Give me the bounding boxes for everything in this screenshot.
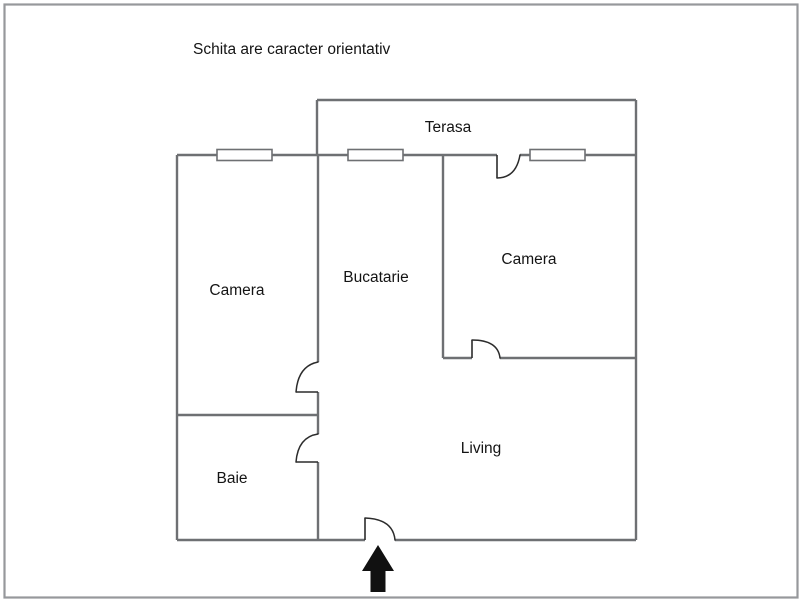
page-border (3, 3, 799, 599)
room-label-terasa: Terasa (425, 119, 472, 136)
door-entry (364, 517, 396, 541)
door-baie-living-arc (295, 433, 319, 463)
window-bucatarie (347, 148, 404, 162)
door-baie-living (295, 433, 319, 463)
door-camera-right-living-arc (471, 339, 501, 359)
room-label-baie: Baie (216, 470, 247, 487)
door-camera-left-bucatarie (295, 361, 319, 393)
windows-group (216, 148, 586, 162)
entry-direction-arrow (362, 545, 394, 592)
plan-title-note: Schita are caracter orientativ (193, 41, 391, 58)
door-entry-arc (364, 517, 396, 541)
window-camera-left (216, 148, 273, 162)
room-labels-group: Schita are caracter orientativ Terasa Ca… (193, 41, 557, 487)
door-terasa-camera (496, 154, 521, 179)
room-label-living: Living (461, 440, 502, 457)
door-terasa-camera-arc (496, 154, 521, 179)
walls-group (175, 98, 638, 542)
room-label-camera-right: Camera (501, 251, 557, 268)
room-label-camera-left: Camera (209, 282, 265, 299)
door-camera-left-bucatarie-arc (295, 361, 319, 393)
window-camera-right (529, 148, 586, 162)
doors-group (295, 154, 521, 541)
room-label-bucatarie: Bucatarie (343, 269, 408, 286)
door-camera-right-living (471, 339, 501, 359)
